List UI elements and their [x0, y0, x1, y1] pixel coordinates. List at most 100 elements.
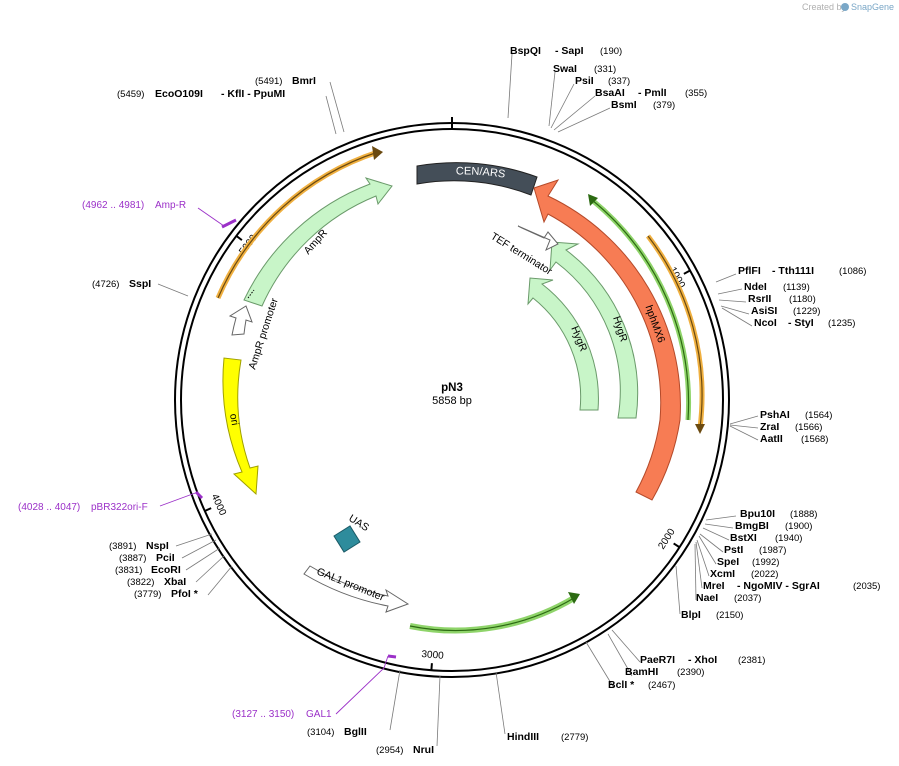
- site-bmri[interactable]: BmrI: [292, 75, 316, 87]
- site-bglii[interactable]: BglII: [344, 726, 367, 738]
- site-bspqi-extra: - SapI: [555, 45, 584, 57]
- feature-hygr-outer[interactable]: [549, 241, 639, 419]
- feature-ori[interactable]: [222, 357, 259, 496]
- feature-label-ampr-promoter: AmpR promoter: [246, 296, 280, 371]
- site-bglii-pos: (3104): [307, 727, 334, 738]
- site-sspi-pos: (4726): [92, 279, 119, 290]
- site-ecori[interactable]: EcoRI: [151, 564, 181, 576]
- primer-mark-gal1: [387, 654, 397, 659]
- site-bmgbi[interactable]: BmgBI: [735, 520, 769, 532]
- site-pshai[interactable]: PshAI: [760, 409, 790, 421]
- site-zrai-pos: (1566): [795, 422, 822, 433]
- primer-mark-amp-r: [221, 218, 237, 229]
- feature-uas[interactable]: [333, 525, 361, 553]
- site-nspi[interactable]: NspI: [146, 540, 169, 552]
- site-swai-pos: (331): [594, 64, 616, 75]
- site-ndei[interactable]: NdeI: [744, 281, 767, 293]
- site-bsaai[interactable]: BsaAI: [595, 87, 625, 99]
- site-paer7i-pos: (2381): [738, 655, 765, 666]
- orf-green-right-line: [591, 199, 690, 421]
- site-paer7i-extra: - XhoI: [688, 654, 717, 666]
- site-psti[interactable]: PstI: [724, 544, 743, 556]
- feature-ampr-promoter[interactable]: [228, 305, 253, 336]
- site-pflfi[interactable]: PflFI: [738, 265, 761, 277]
- site-blpi-pos: (2150): [716, 610, 743, 621]
- site-pcii[interactable]: PciI: [156, 552, 175, 564]
- site-xbai[interactable]: XbaI: [164, 576, 186, 588]
- site-pfoi[interactable]: PfoI *: [171, 588, 199, 600]
- site-bstxi[interactable]: BstXI: [730, 532, 757, 544]
- orf-green-bottom-line: [409, 597, 575, 632]
- tick-label-4000: 4000: [209, 493, 228, 518]
- site-bpu10i[interactable]: Bpu10I: [740, 508, 775, 520]
- site-bspqi[interactable]: BspQI: [510, 45, 541, 57]
- orf-orange-top-arrowhead: [372, 146, 383, 160]
- site-psii[interactable]: PsiI: [575, 75, 594, 87]
- site-zrai[interactable]: ZraI: [760, 421, 779, 433]
- site-paer7i[interactable]: PaeR7I: [640, 654, 675, 666]
- site-nspi-pos: (3891): [109, 541, 136, 552]
- site-bmri-pos: (5491): [255, 76, 282, 87]
- feature-hygr-inner[interactable]: [527, 277, 599, 411]
- feature-label-cen-ars: CEN/ARS: [456, 165, 506, 180]
- site-psii-pos: (337): [608, 76, 630, 87]
- site-bcli[interactable]: BclI *: [608, 679, 635, 691]
- primer-mark-pbr322ori-f: [194, 490, 204, 500]
- feature-cen-ars[interactable]: [416, 162, 538, 196]
- primer-range-pbr322ori-f: (4028 .. 4047): [18, 502, 80, 513]
- plasmid-name: pN3: [441, 382, 463, 394]
- site-ecoo109i[interactable]: EcoO109I: [155, 88, 203, 100]
- site-hindiii[interactable]: HindIII: [507, 731, 539, 743]
- site-ncoi-pos: (1235): [828, 318, 855, 329]
- site-ncoi[interactable]: NcoI: [754, 317, 777, 329]
- site-mrei-pos: (2035): [853, 581, 880, 592]
- site-bsaai-extra: - PmlI: [638, 87, 667, 99]
- site-mrei[interactable]: MreI: [703, 580, 725, 592]
- orf-green-bottom: [409, 595, 576, 634]
- orf-green-right-arrowhead: [588, 194, 598, 206]
- site-bsaai-pos: (355): [685, 88, 707, 99]
- feature-gal1-promoter[interactable]: [303, 565, 410, 613]
- orf-orange-top-line: [217, 151, 379, 299]
- site-asisi-pos: (1229): [793, 306, 820, 317]
- site-bmgbi-pos: (1900): [785, 521, 812, 532]
- site-blpi[interactable]: BlpI: [681, 609, 701, 621]
- orf-orange-right-arrowhead: [695, 424, 705, 434]
- site-bcli-pos: (2467): [648, 680, 675, 691]
- primer-name-pbr322ori-f: pBR322ori-F: [91, 502, 148, 513]
- credit-brand: SnapGene: [851, 2, 894, 12]
- site-pflfi-pos: (1086): [839, 266, 866, 277]
- site-bsmi-pos: (379): [653, 100, 675, 111]
- tick-label-3000: 3000: [421, 649, 444, 662]
- site-spei-pos: (1992): [752, 557, 779, 568]
- primer-range-gal1: (3127 .. 3150): [232, 709, 294, 720]
- site-aatii[interactable]: AatII: [760, 433, 783, 445]
- site-mrei-extra: - NgoMIV - SgrAI: [737, 580, 820, 592]
- site-aatii-pos: (1568): [801, 434, 828, 445]
- feature-tef-terminator[interactable]: [517, 225, 559, 252]
- site-sspi[interactable]: SspI: [129, 278, 151, 290]
- feature-ampr[interactable]: [243, 177, 393, 307]
- site-swai[interactable]: SwaI: [553, 63, 577, 75]
- site-xcmi[interactable]: XcmI: [710, 568, 735, 580]
- site-rsrii[interactable]: RsrII: [748, 293, 771, 305]
- site-ecoo109i-extra: - KflI - PpuMI: [221, 88, 285, 100]
- site-bsmi[interactable]: BsmI: [611, 99, 637, 111]
- snapgene-logo-icon: [841, 3, 849, 11]
- site-naei[interactable]: NaeI: [696, 592, 718, 604]
- site-bamhi[interactable]: BamHI: [625, 666, 658, 678]
- site-hindiii-pos: (2779): [561, 732, 588, 743]
- site-pfoi-pos: (3779): [134, 589, 161, 600]
- plasmid-length: 5858 bp: [432, 395, 472, 407]
- site-pcii-pos: (3887): [119, 553, 146, 564]
- site-spei[interactable]: SpeI: [717, 556, 739, 568]
- site-xcmi-pos: (2022): [751, 569, 778, 580]
- site-asisi[interactable]: AsiSI: [751, 305, 777, 317]
- tick-1000: [683, 269, 691, 275]
- feature-hphmx6[interactable]: [533, 179, 681, 501]
- site-pflfi-extra: - Tth111I: [772, 265, 814, 277]
- site-nrui[interactable]: NruI: [413, 744, 434, 756]
- primer-name-gal1: GAL1: [306, 709, 332, 720]
